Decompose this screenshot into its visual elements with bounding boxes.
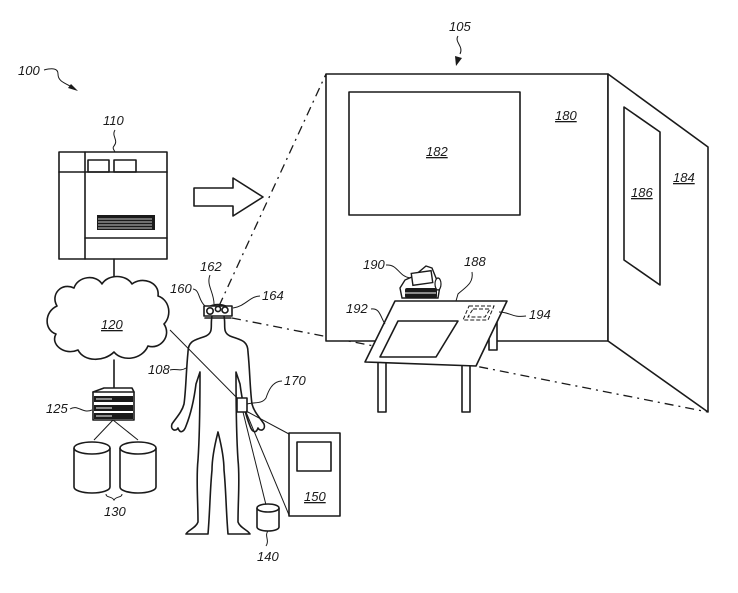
leader-190 <box>385 264 411 279</box>
label-125: 125 <box>46 401 68 416</box>
wearable-computer-link-2 <box>245 411 290 516</box>
wearable-storage-link-1 <box>242 411 267 506</box>
arrowhead-105 <box>455 56 462 66</box>
label-186: 186 <box>631 185 653 200</box>
server-110: 110 <box>58 113 168 260</box>
databases-130: 130 <box>73 441 157 519</box>
storage-140: 140 <box>256 503 280 564</box>
label-192: 192 <box>346 301 368 316</box>
robot-190: 190 <box>363 257 442 299</box>
label-110: 110 <box>103 113 124 128</box>
leader-100 <box>43 68 71 87</box>
leader-140 <box>265 530 269 547</box>
label-170: 170 <box>284 373 306 388</box>
network-device-125: 125 <box>46 387 135 421</box>
leader-125 <box>69 407 93 412</box>
environment-105: 105 180 182 184 186 188 192 194 <box>325 19 709 413</box>
label-162: 162 <box>200 259 222 274</box>
leader-160 <box>192 288 206 307</box>
computing-device-screen <box>296 441 332 472</box>
network-120: 120 <box>46 275 170 361</box>
storage-cylinder <box>256 508 280 532</box>
label-182: 182 <box>426 144 448 159</box>
fov-lower-line <box>231 317 709 413</box>
label-120: 120 <box>101 317 123 332</box>
label-105: 105 <box>449 19 471 34</box>
label-130: 130 <box>104 504 126 519</box>
leader-194 <box>498 311 527 317</box>
leader-192 <box>370 308 386 325</box>
label-100: 100 <box>18 63 40 78</box>
user-silhouette <box>170 315 266 535</box>
headset-160: 160 162 164 <box>170 259 284 319</box>
server-bay-2 <box>113 159 137 173</box>
network-wearable-link <box>169 329 245 406</box>
leader-188 <box>455 271 473 302</box>
label-140: 140 <box>257 549 279 564</box>
label-184: 184 <box>673 170 695 185</box>
table-leg-front-right <box>461 363 471 413</box>
leader-108 <box>169 367 187 371</box>
surface-panel-192 <box>379 320 459 358</box>
network-cloud <box>46 275 170 361</box>
label-188: 188 <box>464 254 486 269</box>
leader-164 <box>232 295 261 309</box>
camera-162-icon <box>214 305 222 313</box>
computing-device-150: 150 <box>288 432 341 517</box>
transition-arrow-icon <box>193 177 264 217</box>
table-leg-front-left <box>377 359 387 413</box>
headset-lens-right <box>221 306 229 314</box>
fov-upper-line <box>218 73 327 307</box>
wearable-computer-link <box>245 410 290 435</box>
user-108: 108 <box>148 315 266 535</box>
wearable-device <box>236 397 248 413</box>
leader-170 <box>246 380 283 405</box>
display-screen-182 <box>348 91 521 216</box>
arrowhead-100 <box>68 84 78 91</box>
system-callout: 100 <box>18 63 78 91</box>
wearable-170: 170 <box>236 373 306 516</box>
brace-130 <box>105 493 123 502</box>
label-180: 180 <box>555 108 577 123</box>
database-2 <box>119 448 157 494</box>
label-150: 150 <box>304 489 326 504</box>
device-db-link-1 <box>93 419 114 441</box>
leader-110 <box>112 129 117 153</box>
label-108: 108 <box>148 362 170 377</box>
server-cabinet <box>58 151 168 260</box>
label-190: 190 <box>363 257 385 272</box>
device-db-link-2 <box>112 419 139 441</box>
leader-162 <box>208 274 215 305</box>
door-186 <box>623 106 661 286</box>
server-bay-1 <box>87 159 110 173</box>
database-1 <box>73 448 111 494</box>
label-194: 194 <box>529 307 551 322</box>
label-164: 164 <box>262 288 284 303</box>
leader-105 <box>456 35 462 55</box>
label-160: 160 <box>170 281 192 296</box>
headset-lens-left <box>206 306 215 315</box>
